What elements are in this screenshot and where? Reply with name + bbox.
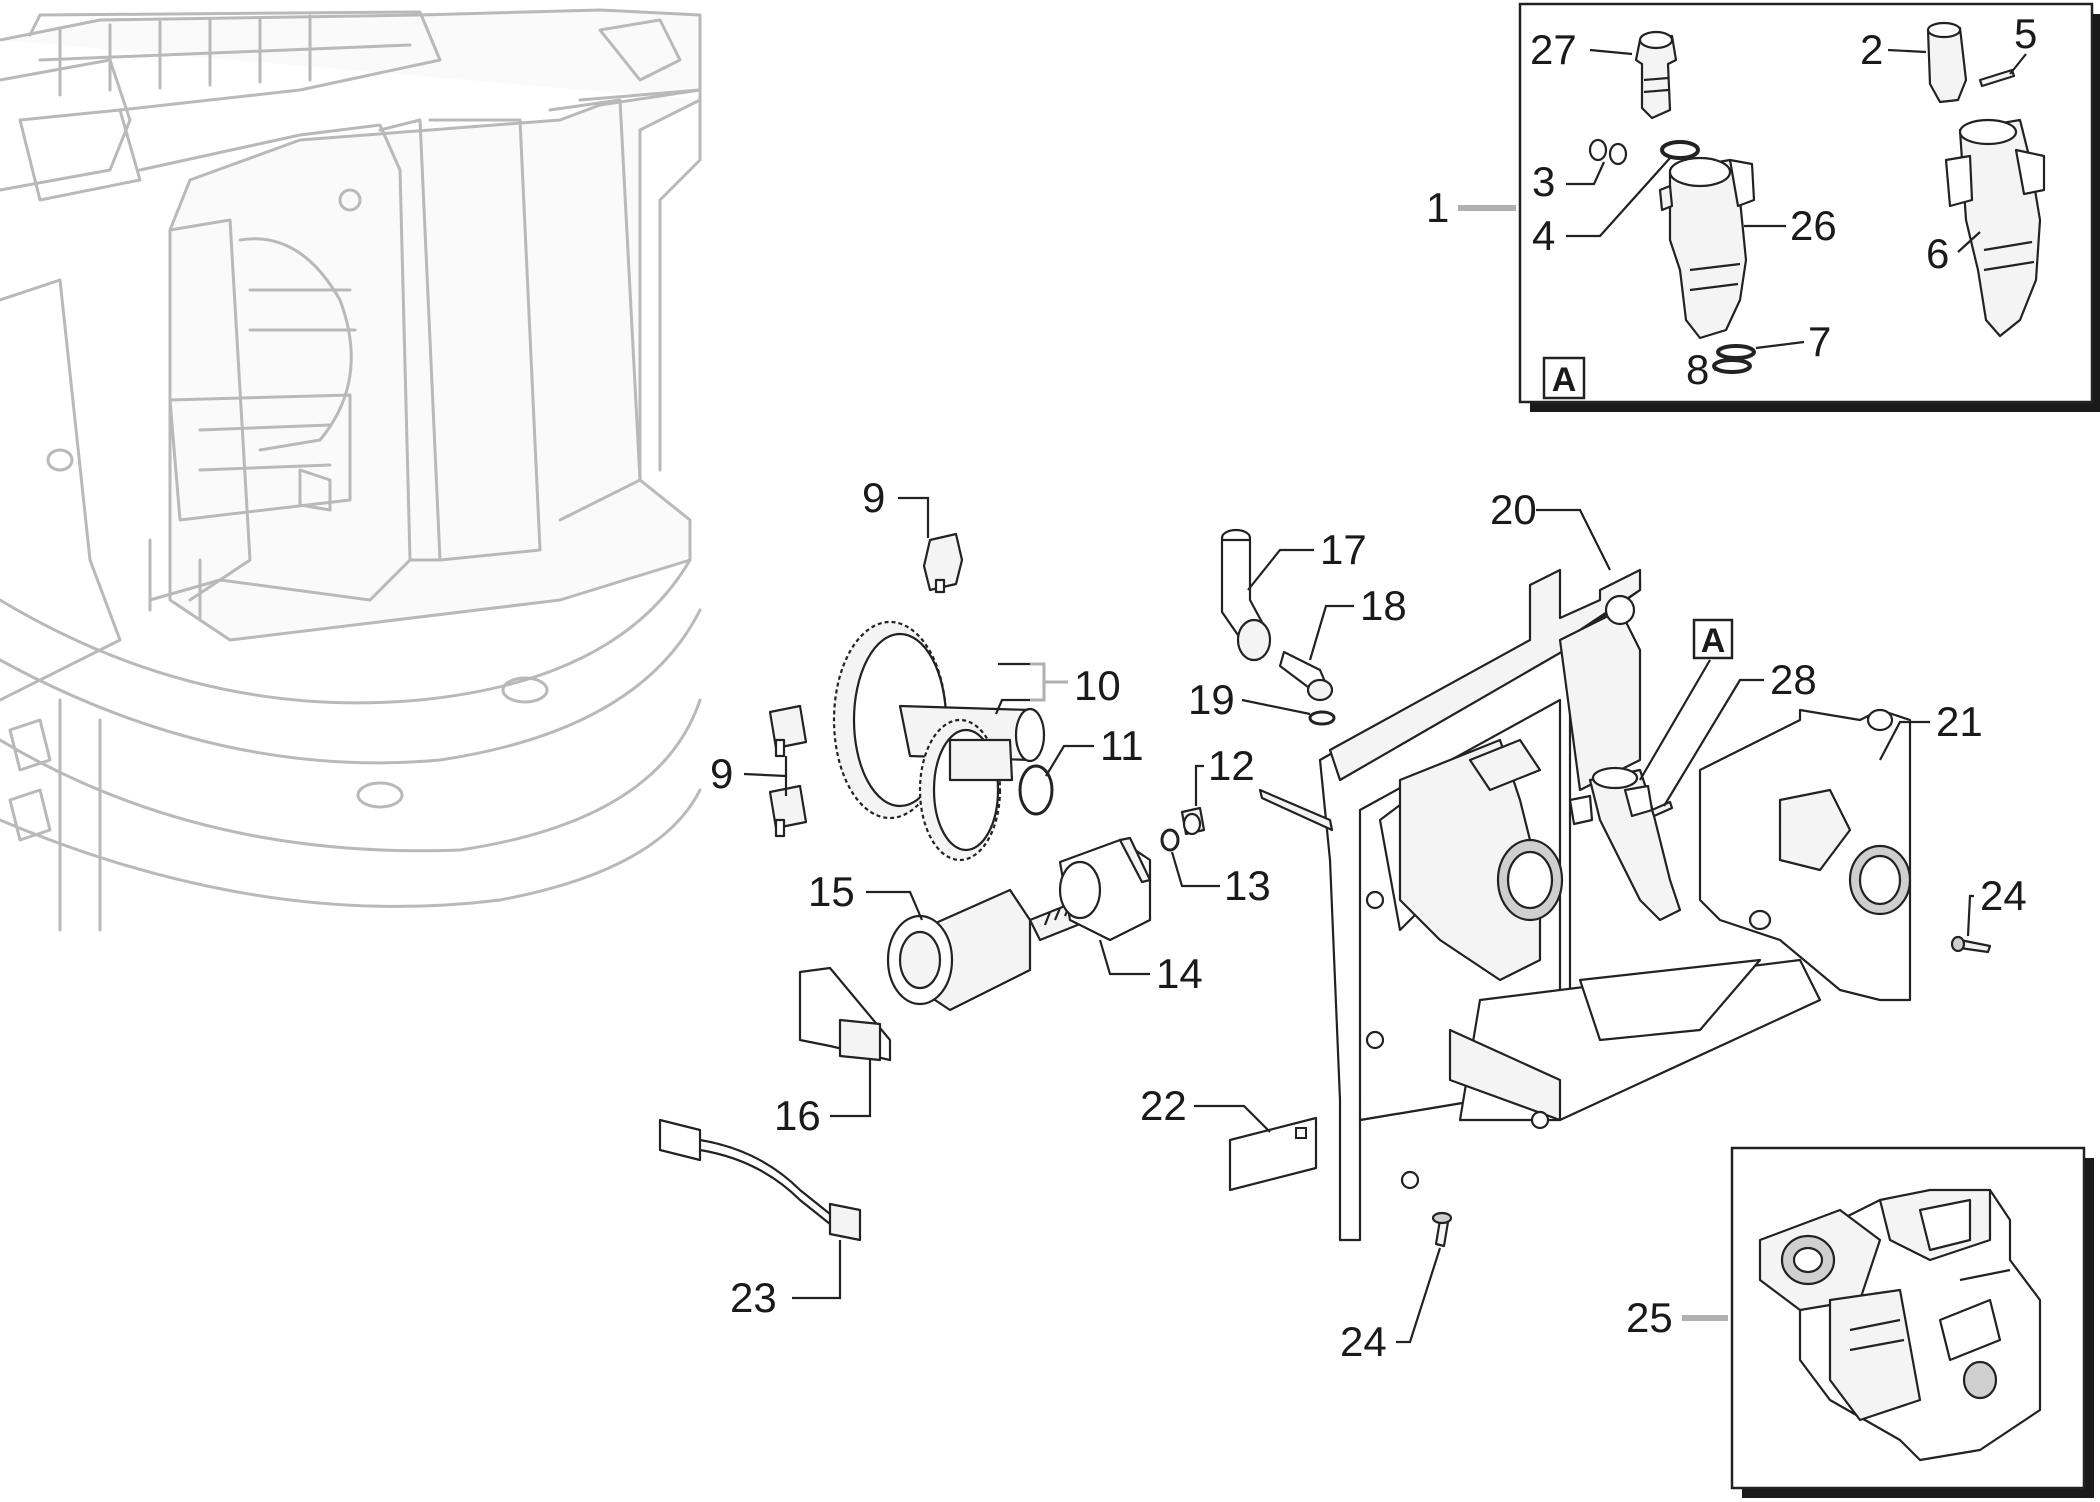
part-12-bushing [1180, 806, 1206, 836]
callout-20: 20 [1490, 486, 1611, 571]
svg-text:25: 25 [1626, 1294, 1673, 1341]
callout-7: 7 [1755, 318, 1831, 365]
part-28-valve-assembly [1568, 766, 1682, 922]
part-26-valve-body [1658, 156, 1756, 340]
svg-text:24: 24 [1340, 1318, 1387, 1365]
callout-9-upper: 9 [862, 474, 930, 538]
part-11-o-ring [1018, 764, 1054, 816]
svg-text:27: 27 [1530, 26, 1577, 73]
svg-text:8: 8 [1686, 346, 1709, 393]
callout-1: 1 [1426, 184, 1516, 231]
callout-19: 19 [1188, 676, 1311, 723]
callout-18: 18 [1308, 582, 1407, 661]
svg-text:9: 9 [710, 750, 733, 797]
callout-5: 5 [2009, 10, 2037, 75]
part-13-washer [1160, 828, 1180, 852]
inset-a-marker-box [1542, 356, 1586, 400]
ghost-machine-housing [0, 8, 702, 932]
callout-10: 10 [994, 662, 1121, 715]
inset-a-marker-text: A [1552, 361, 1577, 399]
svg-text:19: 19 [1188, 676, 1235, 723]
part-17-pipe [1220, 528, 1272, 662]
part-24-screw-upper [1950, 935, 1992, 954]
callout-25: 25 [1626, 1294, 1728, 1341]
svg-text:13: 13 [1224, 862, 1271, 909]
svg-text:15: 15 [808, 868, 855, 915]
svg-text:17: 17 [1320, 526, 1367, 573]
svg-text:21: 21 [1936, 698, 1983, 745]
callout-8: 8 [1686, 346, 1719, 393]
callout-24-bottom: 24 [1340, 1247, 1442, 1365]
part-15-motor [886, 888, 1092, 1012]
callout-9-lower: 9 [710, 750, 788, 797]
part-28-screw [1650, 800, 1674, 818]
part-2-valve-cap [1926, 21, 1968, 104]
svg-text:5: 5 [2014, 10, 2037, 57]
part-7-o-ring [1716, 344, 1756, 360]
callout-28: 28 [1663, 656, 1817, 807]
svg-text:23: 23 [730, 1274, 777, 1321]
part-19-o-ring [1308, 710, 1336, 726]
marker-a-main: A [1639, 618, 1734, 781]
svg-text:18: 18 [1360, 582, 1407, 629]
callout-21: 21 [1879, 698, 1983, 761]
detail-inset-25 [1730, 1146, 2094, 1498]
svg-text:10: 10 [1074, 662, 1121, 709]
part-10-gear-assembly [832, 620, 1046, 862]
svg-text:2: 2 [1860, 26, 1883, 73]
callout-13: 13 [1170, 851, 1271, 909]
part-9-microswitch-upper [922, 532, 964, 594]
part-23-cable [658, 1118, 862, 1242]
svg-text:1: 1 [1426, 184, 1449, 231]
svg-text:6: 6 [1926, 230, 1949, 277]
svg-text:12: 12 [1208, 742, 1255, 789]
part-20-brewing-frame [1258, 568, 1822, 1242]
callout-11: 11 [1045, 722, 1144, 777]
part-27-valve-small [1634, 30, 1678, 120]
part-3-o-rings [1588, 138, 1628, 166]
part-5-pin [1978, 68, 2016, 88]
callout-2: 2 [1860, 26, 1927, 73]
callout-6: 6 [1926, 230, 1981, 277]
part-6-valve [1944, 118, 2046, 338]
part-4-o-ring [1660, 140, 1700, 160]
svg-text:16: 16 [774, 1092, 821, 1139]
callout-26: 26 [1744, 202, 1837, 249]
svg-text:3: 3 [1532, 158, 1555, 205]
svg-text:7: 7 [1808, 318, 1831, 365]
svg-text:20: 20 [1490, 486, 1537, 533]
svg-text:14: 14 [1156, 950, 1203, 997]
part-18-elbow [1278, 650, 1334, 702]
callout-16: 16 [774, 1060, 872, 1139]
callout-23: 23 [730, 1240, 842, 1321]
svg-text:28: 28 [1770, 656, 1817, 703]
part-24-screw-lower [1431, 1211, 1453, 1248]
svg-text:22: 22 [1140, 1082, 1187, 1129]
callout-12: 12 [1194, 742, 1255, 806]
callout-4: 4 [1532, 157, 1671, 259]
svg-text:9: 9 [862, 474, 885, 521]
callout-3: 3 [1532, 158, 1606, 205]
callout-15: 15 [808, 868, 924, 921]
svg-text:11: 11 [1100, 722, 1144, 769]
svg-text:A: A [1701, 622, 1726, 660]
callout-22: 22 [1140, 1082, 1271, 1133]
part-8-o-ring [1712, 358, 1752, 374]
svg-text:4: 4 [1532, 212, 1555, 259]
part-9-microswitch-lower [768, 704, 808, 838]
part-22-label-sticker [1228, 1116, 1318, 1192]
part-14-gearbox-housing [1058, 836, 1152, 942]
part-21-side-plate [1698, 708, 1912, 1002]
callout-17: 17 [1247, 526, 1367, 591]
callout-27: 27 [1530, 26, 1633, 73]
detail-inset-a: A [1518, 2, 2100, 412]
callout-24-right: 24 [1966, 872, 2027, 937]
part-25-complete-unit [1758, 1188, 2042, 1462]
callout-14: 14 [1098, 939, 1203, 997]
svg-text:24: 24 [1980, 872, 2027, 919]
svg-text:26: 26 [1790, 202, 1837, 249]
part-16-bracket [798, 966, 892, 1062]
